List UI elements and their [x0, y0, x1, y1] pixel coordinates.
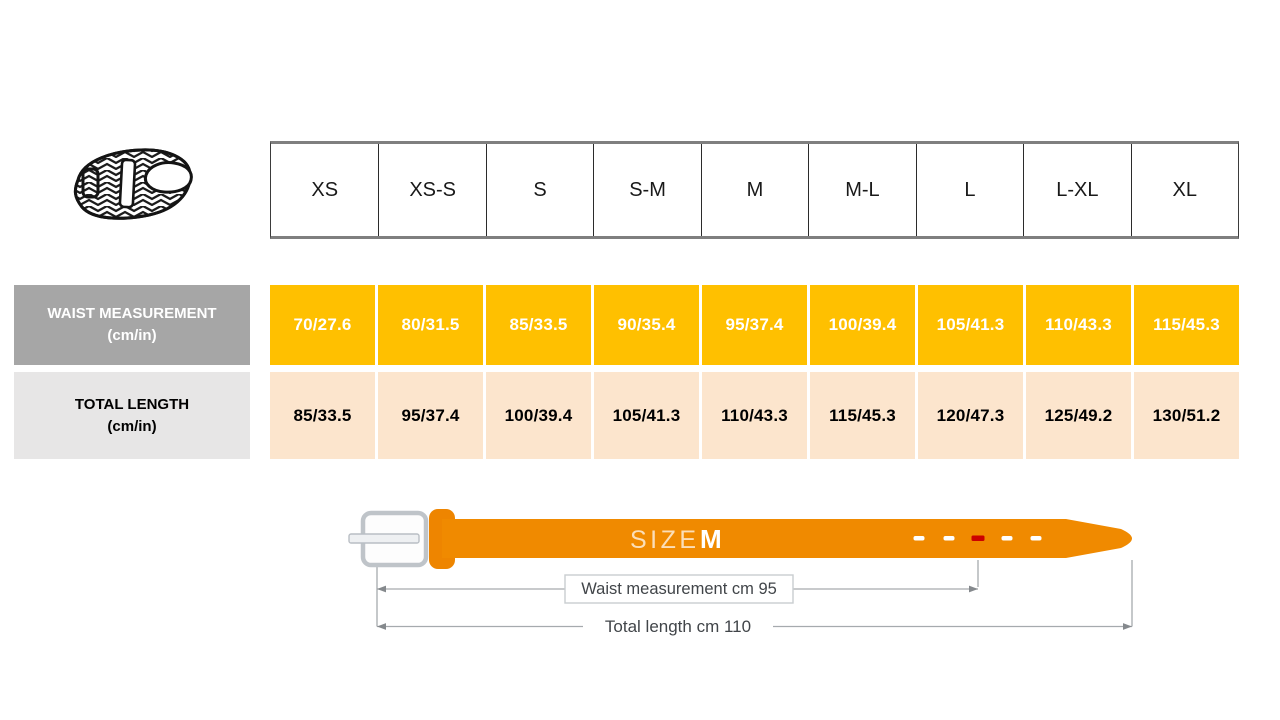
waist-measurement-label: Waist measurement cm 95: [581, 580, 777, 598]
size-cell-xs-s: XS-S: [378, 144, 485, 236]
size-cell-l-xl: L-XL: [1023, 144, 1130, 236]
waist-value-cell: 110/43.3: [1026, 285, 1131, 365]
total-row-label: TOTAL LENGTH (cm/in): [14, 372, 250, 459]
waist-row-label: WAIST MEASUREMENT (cm/in): [14, 285, 250, 365]
total-length-label-bg: [583, 613, 773, 640]
size-cell-s-m: S-M: [593, 144, 700, 236]
belt-diagram-svg: SIZE M Waist measurement cm 95 Total len…: [348, 509, 1133, 640]
belt-hole: [1030, 536, 1042, 541]
braided-belt-illustration: [62, 134, 204, 238]
size-header-table: XS XS-S S S-M M M-L L L-XL XL: [270, 141, 1239, 239]
waist-row-label-unit: (cm/in): [107, 327, 157, 344]
size-cell-l: L: [915, 144, 1023, 236]
waist-row-label-title: WAIST MEASUREMENT: [47, 305, 217, 323]
belt-hole: [913, 536, 925, 541]
belt-measurement-diagram: SIZE M Waist measurement cm 95 Total len…: [0, 494, 1280, 660]
belt-strap: [442, 519, 1132, 558]
total-value-cell: 125/49.2: [1026, 372, 1131, 459]
waist-row-cells: 70/27.6 80/31.5 85/33.5 90/35.4 95/37.4 …: [270, 285, 1239, 365]
total-value-cell: 105/41.3: [594, 372, 699, 459]
waist-value-cell: 105/41.3: [918, 285, 1023, 365]
total-value-cell: 120/47.3: [918, 372, 1023, 459]
size-cell-m: M: [700, 144, 808, 236]
waist-value-cell: 100/39.4: [810, 285, 915, 365]
size-cell-xs: XS: [311, 178, 339, 201]
total-value-cell: 100/39.4: [486, 372, 591, 459]
waist-value-cell: 95/37.4: [702, 285, 807, 365]
waist-value-cell: 70/27.6: [270, 285, 375, 365]
size-cell-m-l: M-L: [808, 144, 915, 236]
total-value-cell: 95/37.4: [378, 372, 483, 459]
waist-value-cell: 90/35.4: [594, 285, 699, 365]
dimension-arrows: [377, 585, 1132, 630]
total-row-cells: 85/33.5 95/37.4 100/39.4 105/41.3 110/43…: [270, 372, 1239, 459]
waist-value-cell: 115/45.3: [1134, 285, 1239, 365]
waist-measurement-row: WAIST MEASUREMENT (cm/in) 70/27.6 80/31.…: [14, 285, 1239, 365]
total-length-row: TOTAL LENGTH (cm/in) 85/33.5 95/37.4 100…: [14, 372, 1239, 459]
size-word-label: SIZE: [630, 526, 700, 554]
size-cell-s: S: [485, 144, 593, 236]
total-length-label: Total length cm 110: [605, 617, 751, 636]
waist-value-cell: 85/33.5: [486, 285, 591, 365]
size-value-label: M: [700, 524, 722, 554]
belt-hole: [943, 536, 955, 541]
belt-buckle-prong: [348, 533, 420, 544]
total-value-cell: 130/51.2: [1134, 372, 1239, 459]
size-cell-xl: XL: [1130, 144, 1238, 236]
total-value-cell: 85/33.5: [270, 372, 375, 459]
waist-measurement-box: [564, 574, 794, 604]
total-value-cell: 110/43.3: [702, 372, 807, 459]
total-row-label-unit: (cm/in): [107, 417, 157, 435]
waist-value-cell: 80/31.5: [378, 285, 483, 365]
belt-hole: [1001, 536, 1013, 541]
belt-graphic: SIZE M: [348, 509, 1132, 569]
total-value-cell: 115/45.3: [810, 372, 915, 459]
measurement-table: WAIST MEASUREMENT (cm/in) 70/27.6 80/31.…: [14, 285, 1239, 459]
total-row-label-title: TOTAL LENGTH: [74, 395, 190, 413]
braided-belt-icon: [73, 148, 193, 220]
belt-hole-selected: [971, 535, 985, 541]
belt-holes: [913, 535, 1042, 541]
